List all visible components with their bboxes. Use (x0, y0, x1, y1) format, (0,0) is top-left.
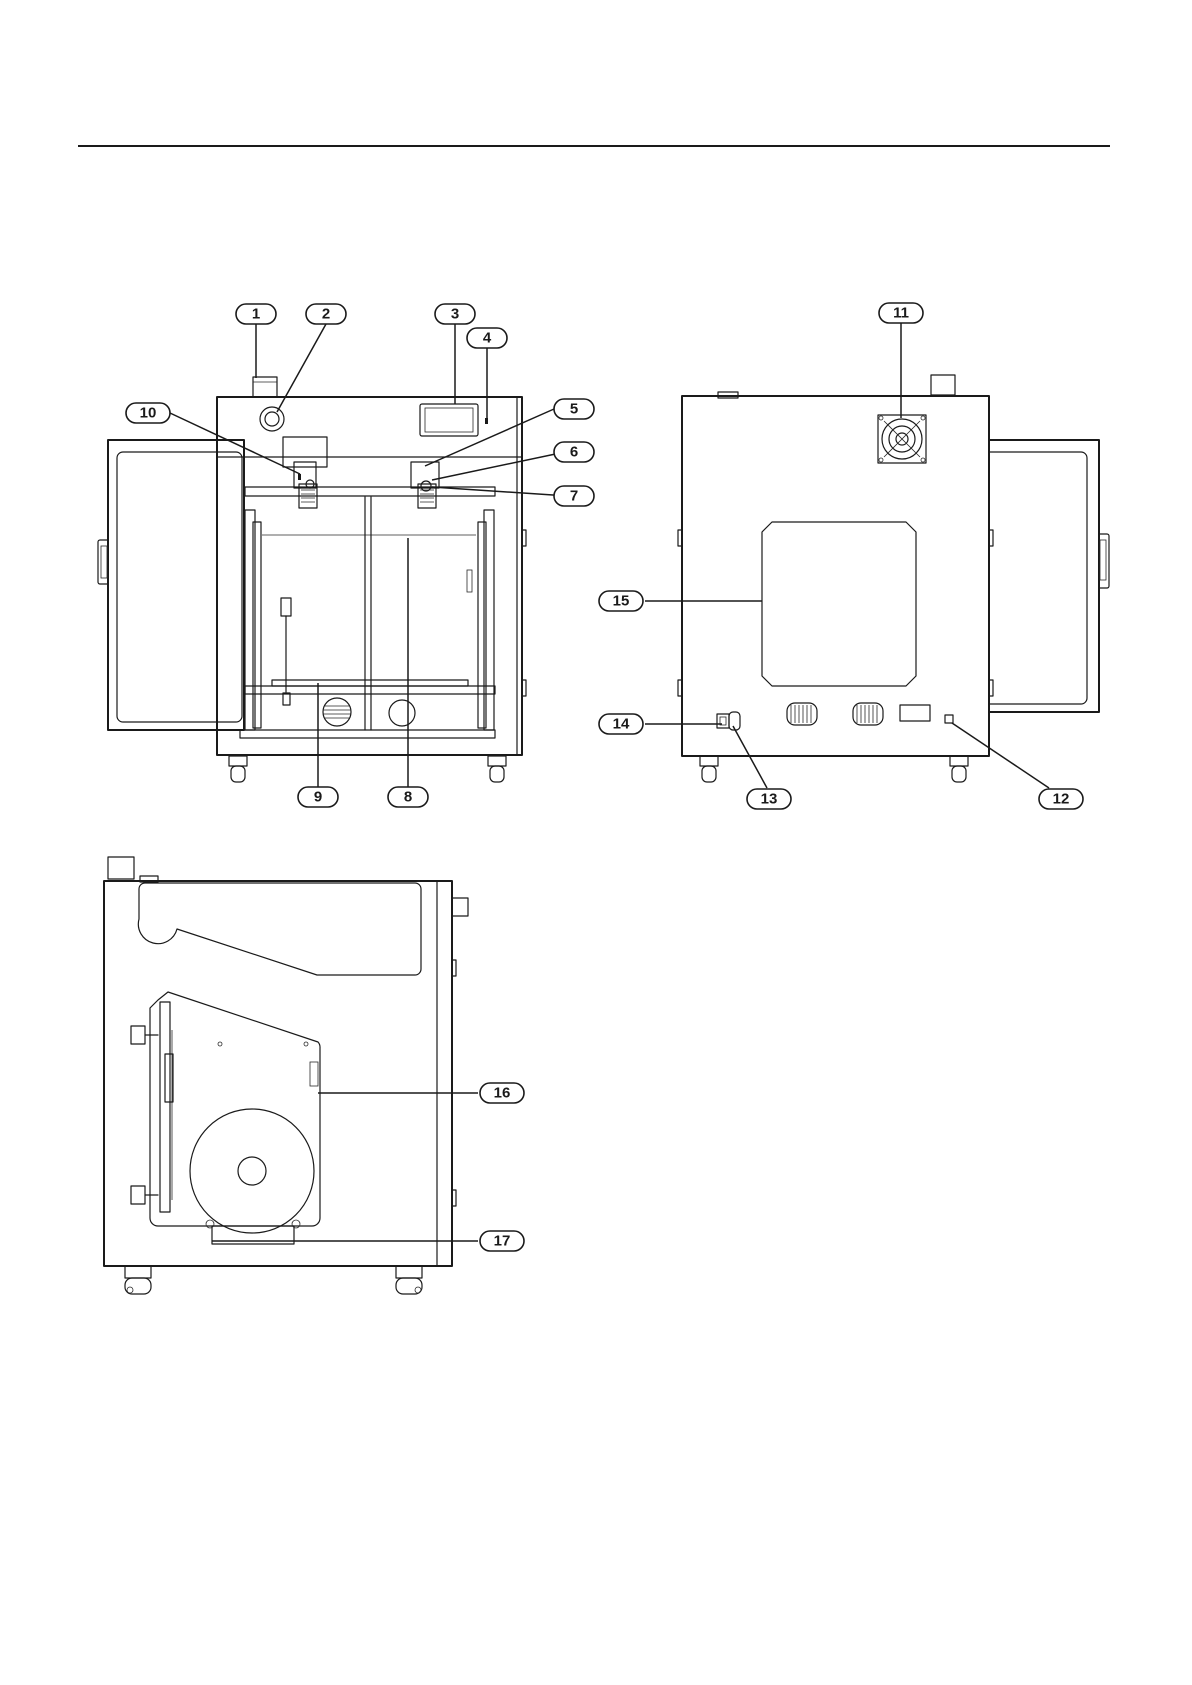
callout-label-9: 9 (314, 789, 322, 806)
rear-view (678, 375, 1109, 782)
callout-3: 3 (435, 304, 475, 324)
callout-15: 15 (599, 591, 643, 611)
callout-13: 13 (747, 789, 791, 809)
callout-4: 4 (467, 328, 507, 348)
callout-label-17: 17 (494, 1233, 511, 1250)
callout-label-2: 2 (322, 306, 330, 323)
front-view (98, 377, 526, 782)
callout-label-13: 13 (761, 791, 778, 808)
callout-label-4: 4 (483, 330, 492, 347)
callout-label-15: 15 (613, 593, 630, 610)
callout-10: 10 (126, 403, 170, 423)
callout-label-11: 11 (893, 305, 909, 322)
callout-2: 2 (306, 304, 346, 324)
callout-9: 9 (298, 787, 338, 807)
callout-1: 1 (236, 304, 276, 324)
callout-12: 12 (1039, 789, 1083, 809)
callout-7: 7 (554, 486, 594, 506)
callout-14: 14 (599, 714, 643, 734)
callout-17: 17 (480, 1231, 524, 1251)
callout-label-12: 12 (1053, 791, 1070, 808)
callout-label-7: 7 (570, 488, 578, 505)
callout-6: 6 (554, 442, 594, 462)
callout-label-3: 3 (451, 306, 459, 323)
callout-11: 11 (879, 303, 923, 323)
leader-lines (170, 323, 1049, 1241)
callout-8: 8 (388, 787, 428, 807)
callout-label-8: 8 (404, 789, 412, 806)
callout-label-14: 14 (613, 716, 630, 733)
callout-label-10: 10 (140, 405, 157, 422)
callout-label-16: 16 (494, 1085, 511, 1102)
callout-16: 16 (480, 1083, 524, 1103)
callout-5: 5 (554, 399, 594, 419)
callout-label-5: 5 (570, 401, 578, 418)
callout-label-1: 1 (252, 306, 260, 323)
callout-label-6: 6 (570, 444, 578, 461)
side-view (104, 857, 468, 1294)
